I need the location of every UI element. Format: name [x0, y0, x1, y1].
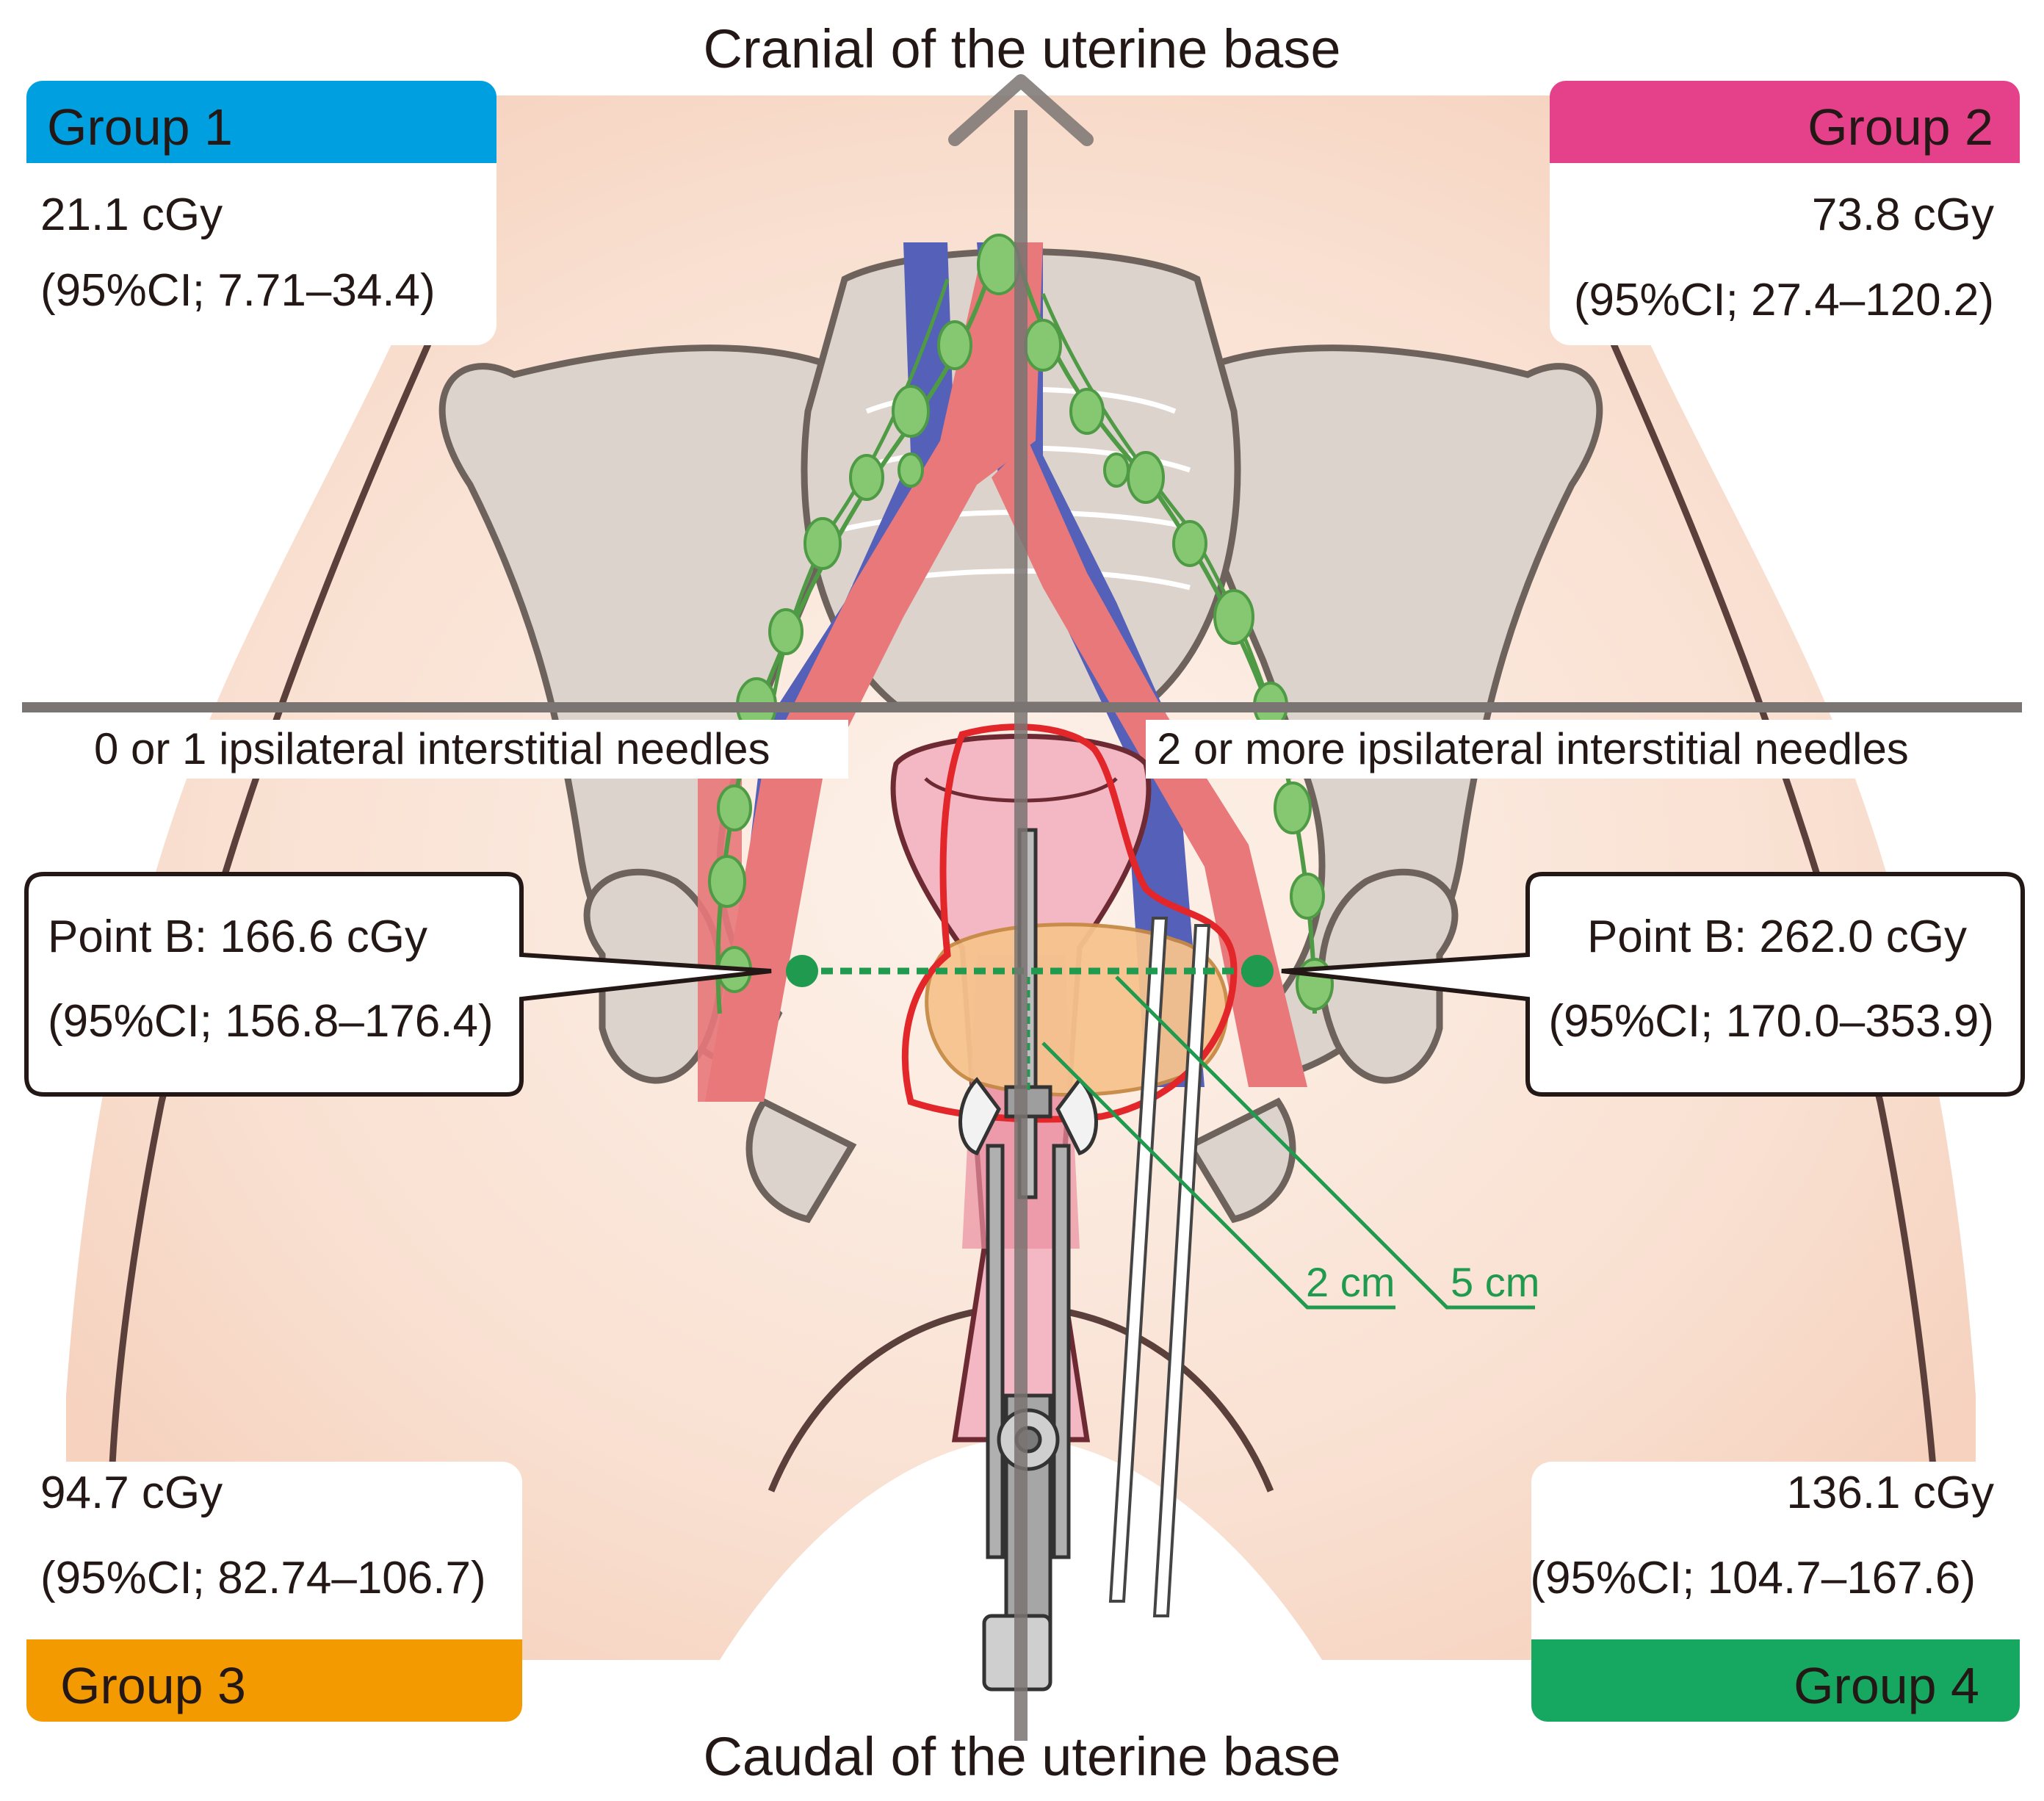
point-b-left-dose: Point B: 166.6 cGy: [48, 912, 427, 962]
distance-2cm-label: 2 cm: [1306, 1259, 1395, 1305]
caudal-axis-label: Caudal of the uterine base: [703, 1726, 1341, 1787]
group-3-ci: (95%CI; 82.74–106.7): [40, 1553, 486, 1603]
group-4-ci: (95%CI; 104.7–167.6): [1530, 1553, 1976, 1603]
right-side-label: 2 or more ipsilateral interstitial needl…: [1157, 724, 1909, 773]
group-4-dose: 136.1 cGy: [1786, 1468, 1994, 1518]
distance-5cm-label: 5 cm: [1451, 1259, 1540, 1305]
vertical-axis-arrowhead: [948, 74, 1094, 146]
group-1-tab: Group 1: [26, 81, 496, 163]
point-b-left-marker: [786, 955, 818, 987]
group-3-tab: Group 3: [26, 1639, 522, 1722]
group-1-dose: 21.1 cGy: [40, 190, 223, 240]
distance-leaders: [1026, 975, 1535, 1310]
cranial-axis-label: Cranial of the uterine base: [703, 18, 1341, 79]
group-1-ci: (95%CI; 7.71–34.4): [40, 265, 436, 316]
applicator: [958, 828, 1098, 1692]
point-b-left-callout: [24, 872, 772, 1097]
tumor: [925, 923, 1229, 1097]
point-b-right-marker: [1241, 955, 1274, 987]
group-4-tab: Group 4: [1531, 1639, 2020, 1722]
target-volume-outline: [901, 723, 1238, 1123]
group-2-tab: Group 2: [1550, 81, 2020, 163]
point-b-right-ci: (95%CI; 170.0–353.9): [1548, 996, 1994, 1047]
group-2-dose: 73.8 cGy: [1811, 190, 1994, 240]
interstitial-needles: [1108, 917, 1211, 1617]
lymph-nodes: [708, 234, 1334, 1014]
point-b-right-callout: [1281, 872, 2025, 1097]
left-side-label: 0 or 1 ipsilateral interstitial needles: [94, 724, 770, 773]
group-2-ci: (95%CI; 27.4–120.2): [1573, 275, 1994, 325]
point-b-left-ci: (95%CI; 156.8–176.4): [48, 996, 494, 1047]
point-b-right-dose: Point B: 262.0 cGy: [1587, 912, 1967, 962]
group-3-dose: 94.7 cGy: [40, 1468, 223, 1518]
